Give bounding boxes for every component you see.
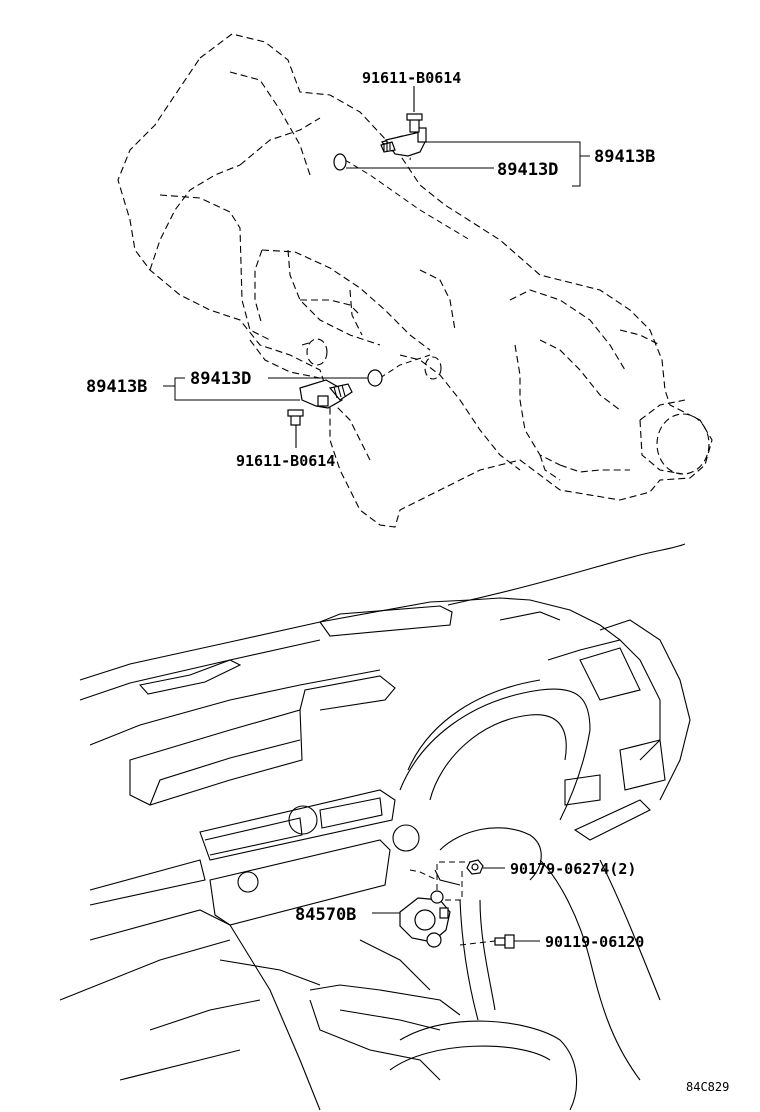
bolt-upper-icon xyxy=(406,86,423,133)
transmission-illustration xyxy=(117,33,713,528)
callouts-dashboard: 90179-06274(2) 84570B 90119-06120 xyxy=(295,860,644,951)
oring-upper-icon xyxy=(333,153,347,171)
label-sensor-upper: 89413B xyxy=(594,147,655,167)
callouts-upper: 91611-B0614 89413B 89413D xyxy=(346,69,655,187)
label-oring-upper: 89413D xyxy=(497,160,558,180)
label-bolt-lower: 91611-B0614 xyxy=(236,452,335,470)
oring-lower-icon xyxy=(367,369,383,387)
speed-sensor-lower xyxy=(299,379,353,409)
speed-sensor-upper xyxy=(380,127,427,157)
label-bolt: 90119-06120 xyxy=(545,933,644,951)
steering-sensor xyxy=(399,890,451,948)
callouts-lower: 89413B 89413D 91611-B0614 xyxy=(86,369,368,470)
label-oring-lower: 89413D xyxy=(190,369,251,389)
nut-icon xyxy=(466,859,484,875)
label-sensor: 84570B xyxy=(295,905,356,925)
figure-code: 84C829 xyxy=(686,1080,729,1094)
label-nut: 90179-06274(2) xyxy=(510,860,636,878)
dashboard-illustration xyxy=(59,543,691,1111)
leaders-dashboard xyxy=(372,861,540,946)
bolt-dash-icon xyxy=(494,934,515,949)
label-bolt-upper: 91611-B0614 xyxy=(362,69,461,87)
label-sensor-lower: 89413B xyxy=(86,377,147,397)
bolt-lower-icon xyxy=(287,409,304,448)
